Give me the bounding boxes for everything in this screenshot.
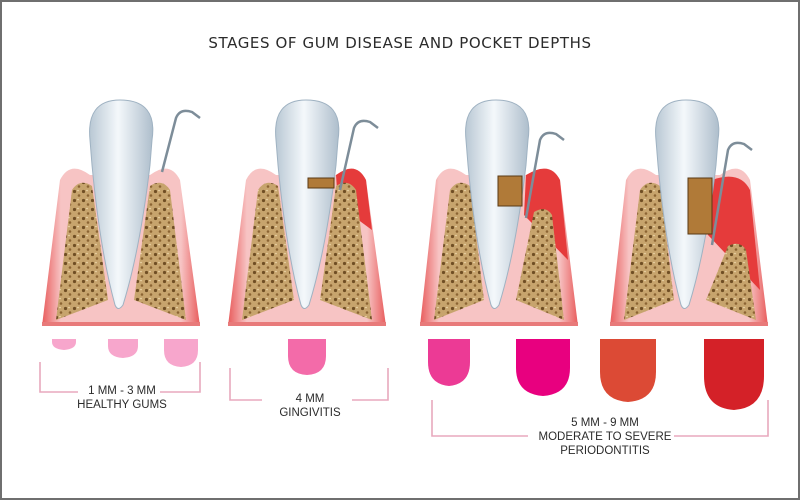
- pocket-shape: [164, 339, 198, 367]
- stage-label-healthy: 1 MM - 3 MM HEALTHY GUMS: [60, 384, 184, 412]
- tooth: [89, 99, 154, 309]
- tooth: [275, 99, 340, 309]
- plaque: [497, 175, 523, 207]
- plaque: [307, 177, 335, 189]
- pocket-depth-range: 4 MM: [295, 393, 325, 405]
- jaw-bone: [434, 182, 484, 320]
- pocket-depth-range: 1 MM - 3 MM: [88, 385, 156, 397]
- dental-probe: [524, 131, 565, 219]
- jaw-bone: [242, 182, 294, 320]
- stage-name: GINGIVITIS: [279, 407, 341, 419]
- stage-label-gingivitis: 4 MM GINGIVITIS: [248, 392, 372, 420]
- tooth-gingivitis: [228, 99, 386, 326]
- jaw-bone: [706, 243, 756, 320]
- stage-name: MODERATE TO SEVERE: [538, 431, 672, 443]
- bracket: [229, 368, 389, 401]
- bracket: [431, 400, 769, 437]
- stage-name: HEALTHY GUMS: [77, 399, 167, 411]
- dental-probe: [710, 141, 753, 246]
- tooth-moderate-periodontitis: [420, 99, 578, 326]
- tooth-severe-periodontitis: [610, 99, 768, 326]
- diagram-title: STAGES OF GUM DISEASE AND POCKET DEPTHS: [208, 34, 592, 52]
- pocket-shape: [108, 339, 138, 358]
- stage-name: PERIODONTITIS: [560, 445, 650, 457]
- stage-label-periodontitis: 5 MM - 9 MM MODERATE TO SEVERE PERIODONT…: [520, 416, 690, 458]
- pocket-shape: [52, 339, 76, 350]
- pocket-shape: [288, 339, 326, 375]
- jaw-bone: [320, 182, 372, 320]
- tooth: [465, 99, 530, 309]
- tooth: [655, 99, 720, 309]
- pocket-shape: [704, 339, 764, 410]
- pocket-shape: [516, 339, 570, 396]
- jaw-bone: [56, 182, 108, 320]
- dental-probe: [160, 109, 201, 173]
- plaque: [687, 177, 713, 235]
- jaw-bone: [516, 209, 564, 320]
- pocket-shape: [600, 339, 656, 402]
- pocket-depths: [52, 339, 764, 410]
- tooth-healthy: [42, 99, 201, 326]
- jaw-bone: [134, 182, 186, 320]
- bracket: [39, 362, 201, 393]
- pocket-shape: [428, 339, 470, 386]
- dental-probe: [338, 119, 379, 191]
- pocket-depth-range: 5 MM - 9 MM: [571, 417, 639, 429]
- jaw-bone: [624, 182, 674, 320]
